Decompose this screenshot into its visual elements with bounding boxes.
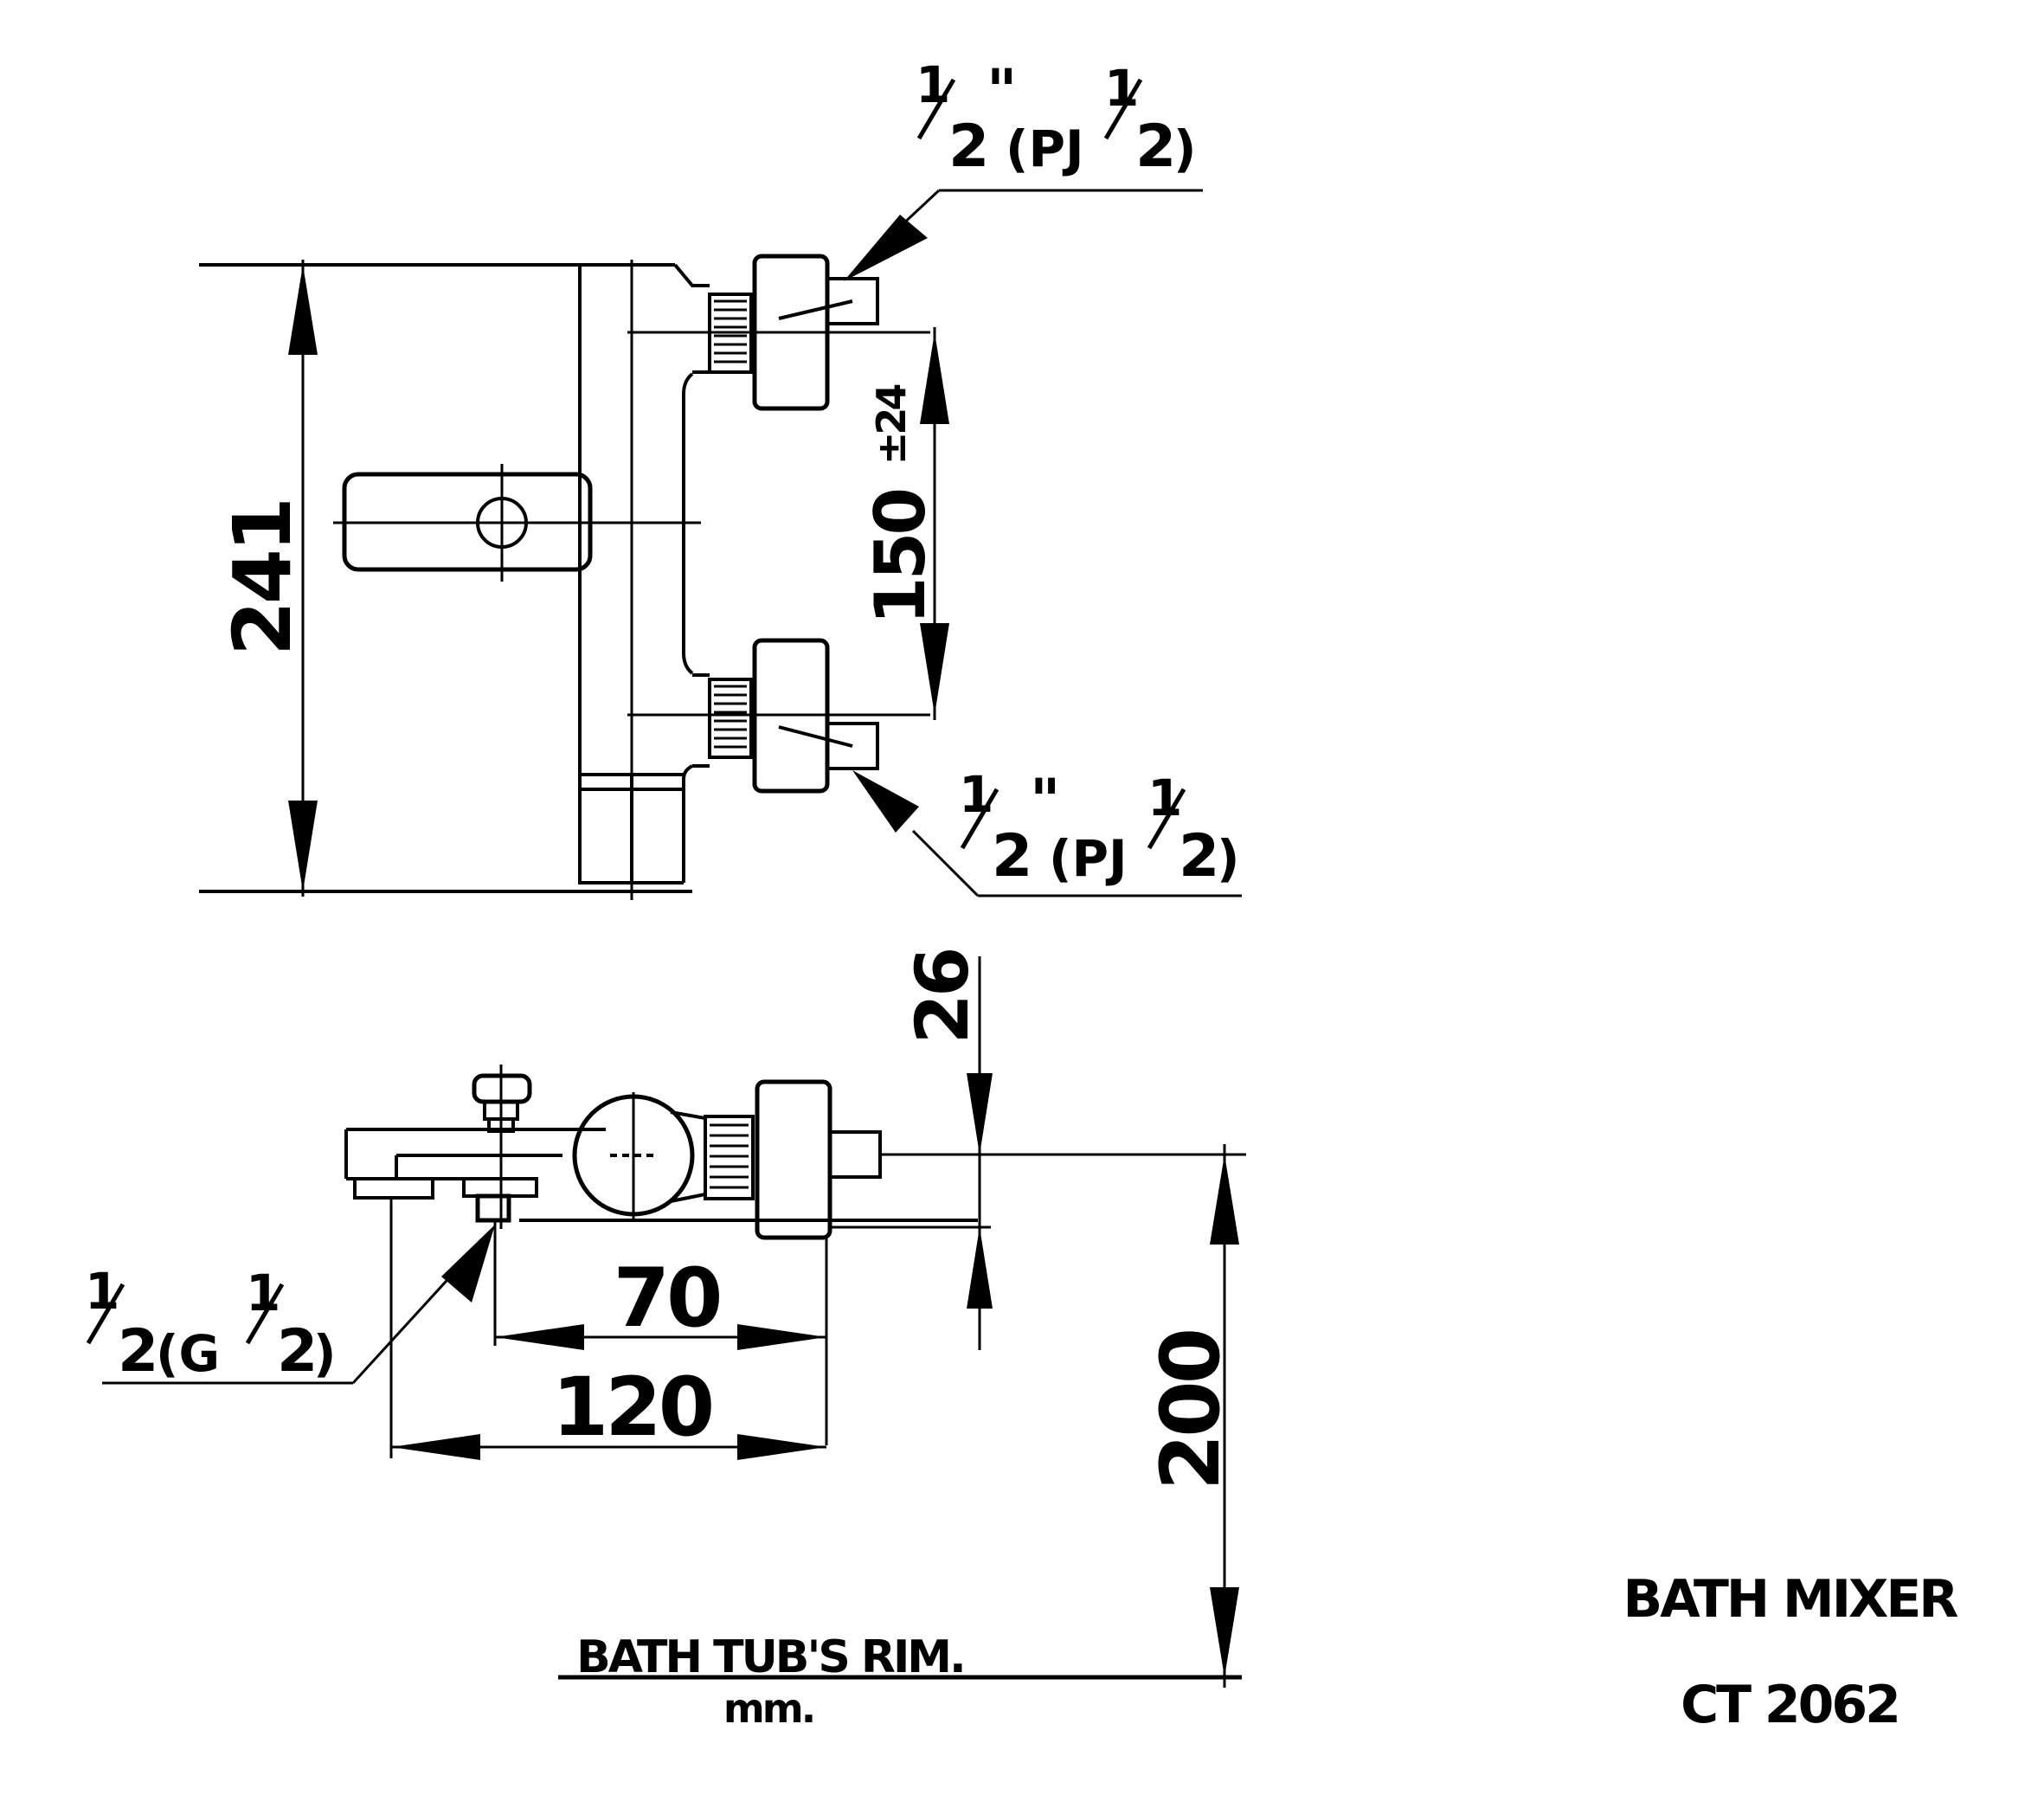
dim-241-text: 241 [216, 500, 309, 656]
outlet-paren-close: ) [313, 1324, 337, 1383]
dimension-inlet-spacing: 150 ±24 [860, 327, 949, 720]
svg-text:150 ±24: 150 ±24 [860, 385, 941, 625]
bottom-inlet-den: 2 [992, 822, 1032, 891]
top-inlet-callout: 1 2 " (PJ 1 2 ) [844, 55, 1203, 281]
outlet-callout: 1 2 (G 1 2 ) [85, 1225, 495, 1386]
top-inlet-paren-close: ) [1173, 119, 1197, 178]
top-inlet-num: 1 [916, 55, 950, 114]
outlet-paren-open: (G [156, 1324, 220, 1383]
side-view [344, 1065, 1246, 1240]
bottom-inlet-paren-close: ) [1217, 829, 1240, 888]
title-block: BATH MIXER CT 2062 [1623, 1569, 1960, 1735]
dimension-200: 200 [1144, 1144, 1239, 1688]
bottom-inlet-mark: " [1030, 767, 1060, 835]
bottom-inlet-inner-den: 2 [1179, 822, 1219, 891]
outlet-den: 2 [118, 1317, 158, 1386]
dimension-26: 26 [900, 950, 993, 1350]
top-inlet-inner-den: 2 [1135, 113, 1176, 181]
bath-tub-rim: BATH TUB'S RIM. mm. [558, 1631, 1242, 1732]
top-inlet-den: 2 [948, 113, 989, 181]
top-inlet-paren-open: (PJ [1006, 119, 1084, 178]
bottom-inlet-num: 1 [959, 765, 993, 824]
dim-70-text: 70 [614, 1251, 720, 1346]
outlet-inner-den: 2 [277, 1317, 318, 1386]
top-inlet-mark: " [987, 57, 1017, 125]
bottom-inlet-callout: 1 2 " (PJ 1 2 ) [852, 765, 1242, 897]
dim-150-text: 150 [860, 491, 941, 625]
rim-label: BATH TUB'S RIM. [576, 1631, 964, 1683]
product-title: BATH MIXER [1623, 1569, 1957, 1630]
units-label: mm. [723, 1685, 813, 1732]
dim-26-text: 26 [900, 950, 985, 1045]
dimension-120: 120 [389, 1200, 826, 1460]
dim-tolerance-text: ±24 [868, 385, 915, 466]
dimension-70: 70 [493, 1222, 828, 1445]
bottom-inlet-paren-open: (PJ [1049, 829, 1128, 888]
dimension-241: 241 [216, 260, 318, 897]
dim-120-text: 120 [552, 1360, 711, 1455]
dim-200-text: 200 [1144, 1331, 1238, 1490]
top-view [199, 254, 930, 900]
model-number: CT 2062 [1681, 1675, 1899, 1735]
outlet-num: 1 [85, 1262, 119, 1321]
